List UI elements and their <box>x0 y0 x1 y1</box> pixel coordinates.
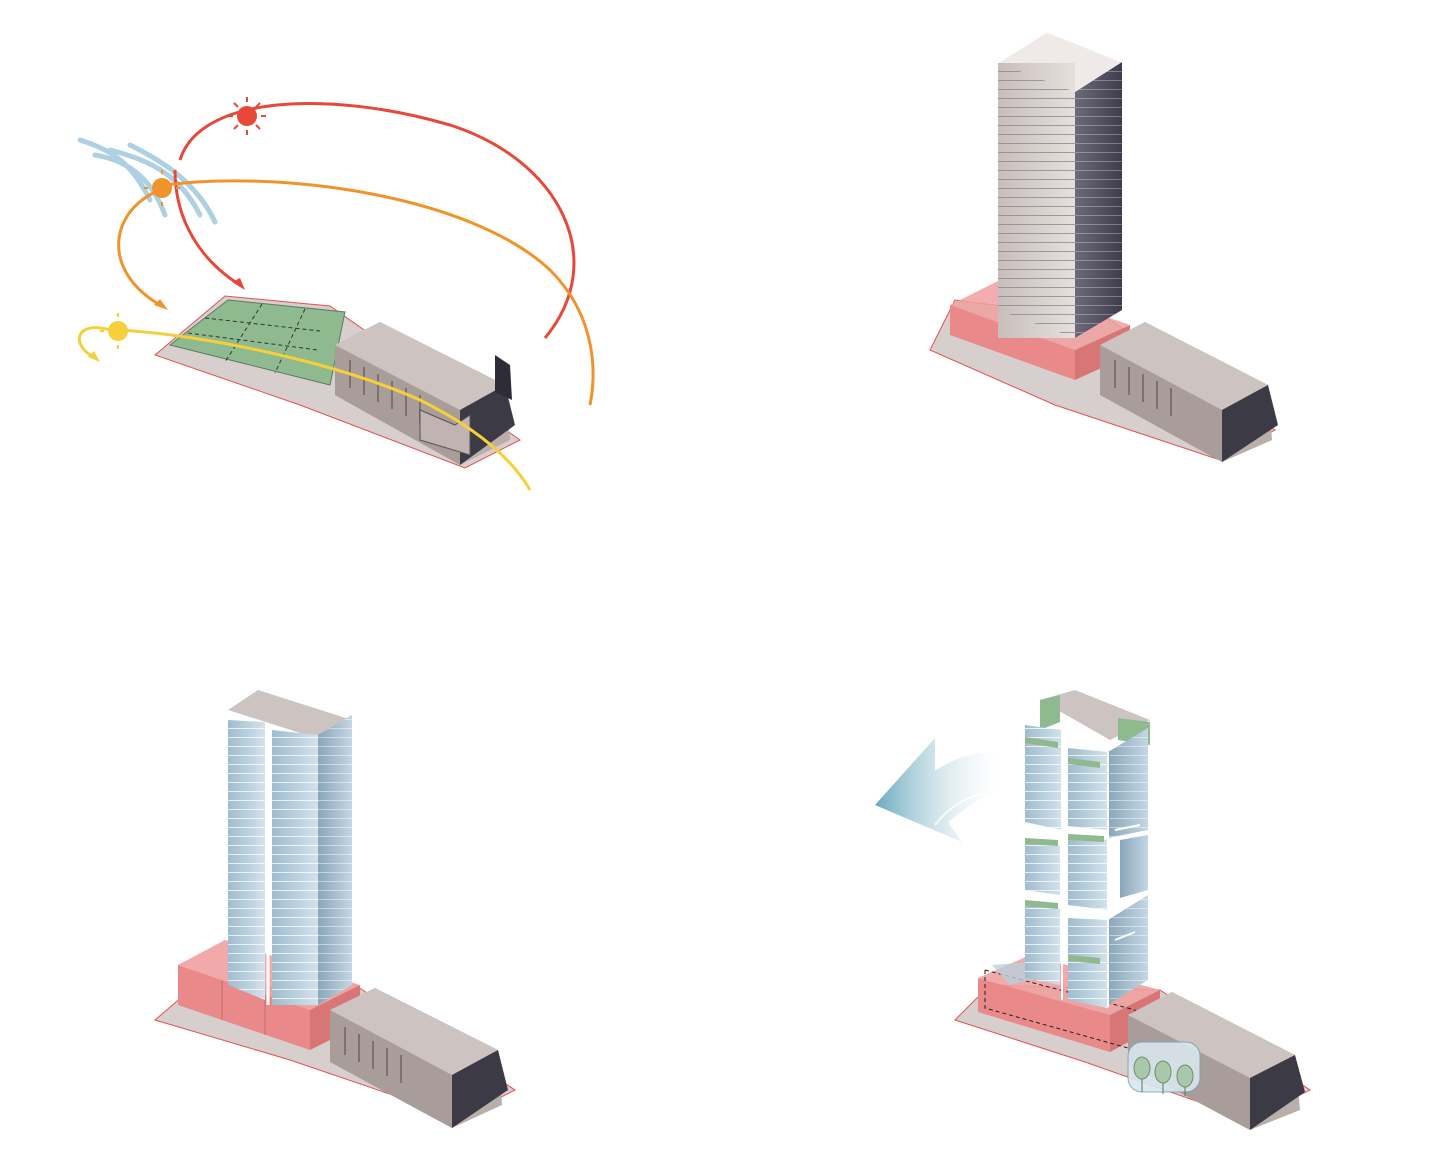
green-site-plot <box>168 299 346 386</box>
sun-path-high <box>173 97 576 339</box>
atrium-trees <box>1127 1041 1201 1096</box>
sun-path-low <box>77 313 532 491</box>
panel-split-tower <box>153 690 516 1128</box>
stacked-garden-tower <box>1025 690 1150 1008</box>
panel-final-scheme <box>875 690 1311 1130</box>
panel-site-analysis <box>77 97 595 491</box>
wind-arrow <box>875 738 1000 842</box>
sun-path-mid <box>117 170 595 406</box>
sun-icon-mid <box>152 178 172 198</box>
heritage-building <box>330 988 508 1128</box>
panel-massing-volume <box>929 31 1278 462</box>
tower-mass <box>996 31 1124 338</box>
sun-icon-low <box>108 321 128 341</box>
sun-icon-high <box>237 106 257 126</box>
glass-tower-twin <box>228 690 352 1005</box>
heritage-building <box>1100 322 1278 462</box>
heritage-building <box>335 322 515 465</box>
